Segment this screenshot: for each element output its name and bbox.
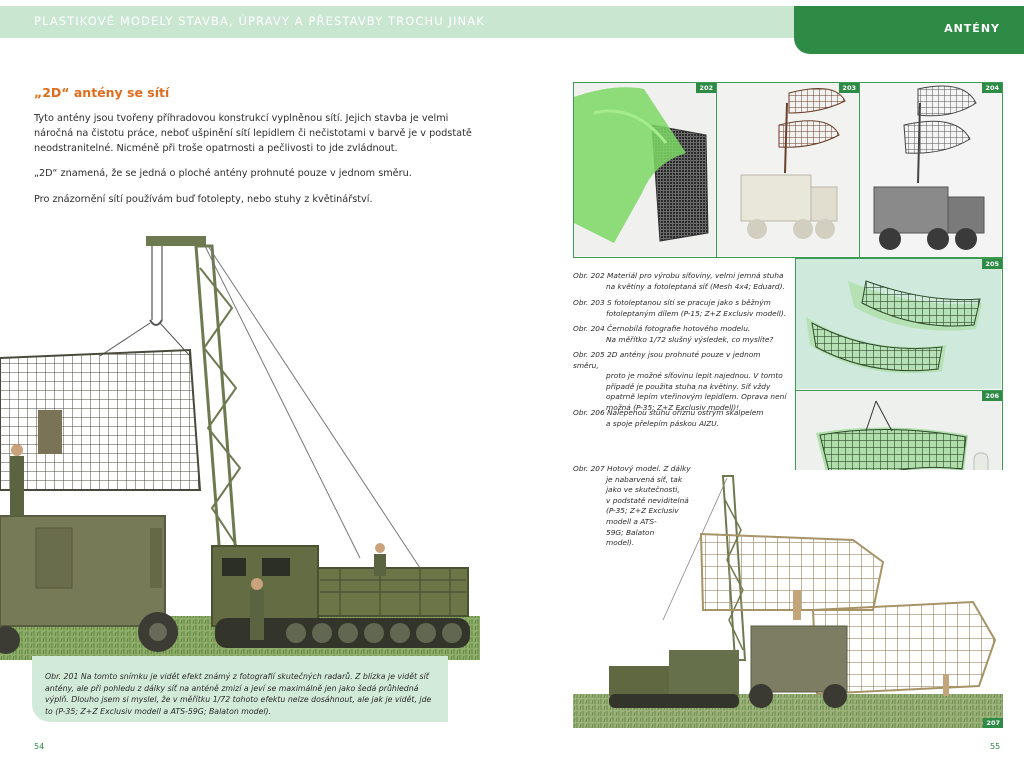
caption-line: proto je možné síťovinu lepit najednou. … (606, 371, 783, 381)
caption-204: Obr. 204 Černobílá fotografie hotového m… (573, 324, 788, 345)
section-tab (794, 6, 1024, 54)
header-band (0, 6, 794, 38)
caption-203: Obr. 203 S fotoleptanou sítí se pracuje … (573, 298, 788, 319)
caption-line: Obr. 205 2D antény jsou prohnuté pouze v… (573, 350, 761, 370)
photo-p15-model: 203 (716, 82, 860, 258)
paragraph: „2D“ znamená, že se jedná o ploché antén… (34, 168, 412, 179)
caption-line: modell a ATS- (606, 516, 657, 526)
caption-line: jako ve skutečnosti, (606, 485, 680, 495)
caption-206: Obr. 206 Nalepenou stuhu oříznu ostrým s… (573, 408, 788, 429)
paragraph: Tyto antény jsou tvořeny příhradovou kon… (34, 113, 472, 154)
page-number-left: 54 (34, 742, 45, 751)
caption-line: (P-35; Z+Z Exclusiv (606, 506, 679, 516)
section-title: ANTÉNY (944, 22, 1000, 35)
photo-number: 205 (982, 259, 1002, 269)
caption-box (32, 656, 448, 722)
caption-line: model). (606, 538, 635, 548)
caption-line: na květiny a fotoleptaná síť (Mesh 4x4; … (606, 281, 785, 291)
caption-line: případě je použita stuha na květiny. Síť… (606, 381, 771, 391)
photo-bw-model: 204 (859, 82, 1003, 258)
caption-line: fotoleptaným dílem (P-15; Z+Z Exclusiv m… (606, 308, 787, 318)
photo-number: 203 (839, 83, 859, 93)
caption-line: Na měřítko 1/72 slušný výsledek, co mysl… (606, 334, 774, 344)
photo-number: 206 (982, 391, 1002, 401)
page-number-right: 55 (990, 742, 1001, 751)
caption-line: opatrně lepím vteřinovým lepidlem. Oprav… (606, 392, 787, 402)
photo-number: 202 (696, 83, 716, 93)
caption-line: je nabarvená síť, tak (606, 474, 683, 484)
photo-mesh-material: 202 (573, 82, 717, 258)
paragraph: Pro znázornění sítí používám buď fotolep… (34, 194, 373, 205)
photo-radar-model-large (0, 228, 480, 660)
caption-line: Obr. 202 Materiál pro výrobu síťoviny, v… (573, 271, 784, 280)
caption-line: Obr. 206 Nalepenou stuhu oříznu ostrým s… (573, 408, 764, 417)
photo-number: 207 (983, 718, 1003, 728)
caption-line: Obr. 204 Černobílá fotografie hotového m… (573, 324, 751, 333)
caption-line: možná (P-35; Z+Z Exclusiv modell)! (606, 402, 740, 412)
caption-line: v podstatě neviditelná (606, 495, 689, 505)
caption-202: Obr. 202 Materiál pro výrobu síťoviny, v… (573, 271, 788, 292)
caption-201: Obr. 201 Na tomto snímku je vidět efekt … (45, 672, 432, 716)
book-title: PLASTIKOVÉ MODELY STAVBA, ÚPRAVY A PŘEST… (34, 14, 485, 28)
caption-line: 59G; Balaton (606, 527, 655, 537)
photo-curved-antennas: 205 (795, 258, 1003, 391)
photo-finished-model: 207 (573, 470, 1003, 728)
caption-line: Obr. 207 Hotový model. Z dálky (573, 464, 691, 473)
section-heading: „2D“ antény se sítí (34, 85, 170, 100)
caption-line: a spoje přelepím páskou AIZU. (606, 418, 720, 428)
photo-number: 204 (982, 83, 1002, 93)
caption-line: Obr. 203 S fotoleptanou sítí se pracuje … (573, 298, 771, 307)
caption-205: Obr. 205 2D antény jsou prohnuté pouze v… (573, 350, 788, 414)
caption-207: Obr. 207 Hotový model. Z dálky je nabarv… (573, 464, 693, 549)
